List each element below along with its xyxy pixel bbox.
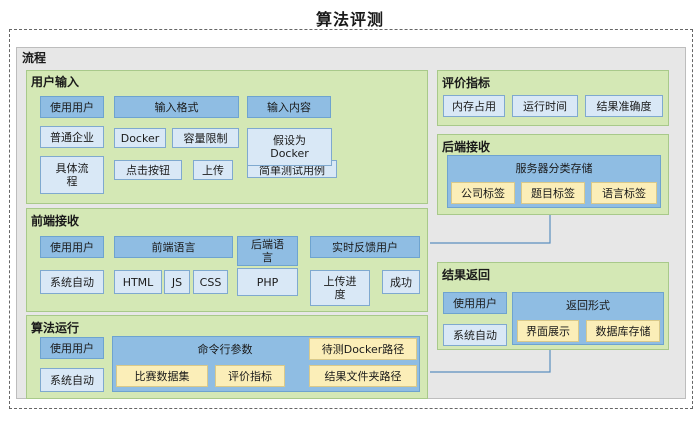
- result-use-user: 使用用户: [443, 292, 507, 314]
- success-box: 成功: [382, 270, 420, 294]
- frontend-system-auto: 系统自动: [40, 270, 104, 294]
- docker-path: 待测Docker路径: [309, 338, 417, 360]
- algo-use-user: 使用用户: [40, 337, 104, 359]
- user-input-use-user: 使用用户: [40, 96, 104, 118]
- return-form-label: 返回形式: [566, 299, 610, 312]
- docker-box: Docker: [114, 128, 166, 148]
- page-title: 算法评测: [315, 10, 384, 29]
- user-input-title: 用户输入: [31, 75, 80, 89]
- result-system-auto: 系统自动: [443, 324, 507, 346]
- normal-company: 普通企业: [40, 126, 104, 148]
- input-format: 输入格式: [114, 96, 239, 118]
- result-return-title: 结果返回: [442, 268, 491, 282]
- capacity-limit: 容量限制: [172, 128, 239, 148]
- language-tag: 语言标签: [591, 182, 657, 204]
- algo-system-auto: 系统自动: [40, 368, 104, 392]
- upload-box: 上传: [193, 160, 233, 180]
- eval-metrics-param: 评价指标: [215, 365, 285, 387]
- frontend-language: 前端语言: [114, 236, 233, 258]
- frontend-receive-title: 前端接收: [31, 214, 80, 228]
- realtime-feedback: 实时反馈用户: [310, 236, 420, 258]
- frontend-use-user: 使用用户: [40, 236, 104, 258]
- specific-flow: 具体流 程: [40, 156, 104, 194]
- eval-metrics-title: 评价指标: [442, 76, 491, 90]
- ui-display: 界面展示: [517, 320, 579, 342]
- runtime: 运行时间: [512, 95, 578, 117]
- php-box: PHP: [237, 268, 298, 296]
- input-content: 输入内容: [247, 96, 331, 118]
- assume-docker: 假设为 Docker: [247, 128, 332, 166]
- contest-dataset: 比赛数据集: [116, 365, 208, 387]
- html-box: HTML: [114, 270, 162, 294]
- backend-language: 后端语 言: [237, 236, 298, 266]
- css-box: CSS: [193, 270, 228, 294]
- js-box: JS: [164, 270, 190, 294]
- cmd-params-label: 命令行参数: [197, 343, 253, 356]
- result-folder-path: 结果文件夹路径: [309, 365, 417, 387]
- upload-progress: 上传进 度: [310, 270, 370, 306]
- result-accuracy: 结果准确度: [585, 95, 663, 117]
- company-tag: 公司标签: [451, 182, 515, 204]
- flow-label: 流程: [22, 51, 47, 65]
- simple-test-case-label: 简单测试用例: [259, 164, 325, 177]
- outer-frame: [9, 29, 693, 409]
- server-store-label: 服务器分类存储: [515, 162, 593, 175]
- click-button: 点击按钮: [114, 160, 182, 180]
- database-storage: 数据库存储: [586, 320, 660, 342]
- memory-usage: 内存占用: [443, 95, 505, 117]
- backend-receive-title: 后端接收: [442, 140, 491, 154]
- problem-tag: 题目标签: [521, 182, 585, 204]
- algo-run-title: 算法运行: [31, 321, 80, 335]
